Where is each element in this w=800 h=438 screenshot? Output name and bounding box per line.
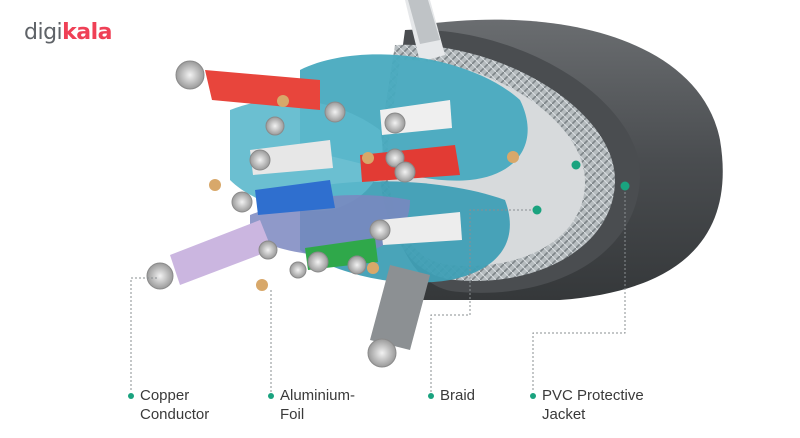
label-pvc-jacket: PVC Protective Jacket [542,387,644,423]
lavender-wire [170,220,272,285]
callout-dots [128,160,630,399]
dot-jacket-label [530,393,536,399]
conductor-bundle-ends [146,60,416,368]
brand-logo: digikala [24,20,113,45]
dot-jacket-anchor [620,181,630,191]
callout-leaders [130,188,626,392]
white-wire-1 [250,140,333,175]
label-braid: Braid [440,387,476,404]
leader-jacket [532,188,626,392]
red-wire [205,70,320,110]
leader-braid [430,209,535,392]
dot-foil-label [268,393,274,399]
dot-copper-label [128,393,134,399]
brand-logo-part1: digi [24,20,63,45]
grey-drain-wire [370,265,430,350]
label-aluminium-foil: Aluminium- Foil [280,387,356,423]
white-wire-2 [380,212,462,245]
copper-strand-ends [209,95,519,291]
dot-foil-anchor [571,160,581,170]
dot-braid-anchor [532,205,542,215]
blue-wire [255,180,335,215]
label-copper-conductor: Copper Conductor [140,387,210,423]
brand-logo-part2: kala [62,20,113,45]
leader-copper [130,277,157,392]
dot-braid-label [428,393,434,399]
